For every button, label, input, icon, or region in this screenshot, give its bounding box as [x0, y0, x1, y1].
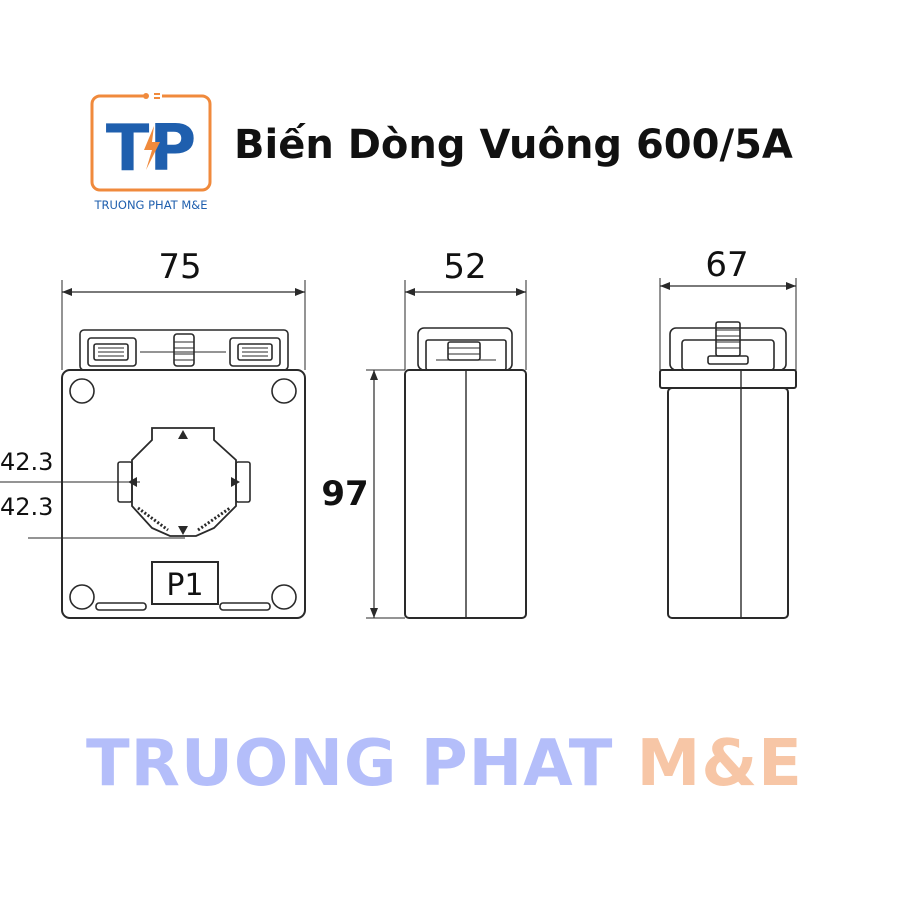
terminal-screw — [173, 333, 195, 367]
page-title: Biến Dòng Vuông 600/5A — [234, 122, 793, 168]
p1-marking: P1 — [166, 568, 203, 603]
side-width-label: 52 — [443, 247, 486, 287]
logo-caption: TRUONG PHAT M&E — [93, 198, 207, 212]
primary-window — [131, 427, 237, 537]
back-view: 67 — [659, 245, 797, 619]
inner-dimension-label-1: 42.3 — [0, 448, 53, 476]
mounting-hole — [271, 584, 297, 610]
mounting-hole — [69, 378, 95, 404]
front-view: 75 — [0, 247, 306, 619]
front-body — [61, 369, 306, 619]
height-label: 97 — [321, 474, 368, 514]
front-width-label: 75 — [158, 247, 201, 287]
p1-marking-box — [151, 561, 219, 605]
terminal-block — [79, 329, 289, 371]
mounting-hole — [69, 584, 95, 610]
mounting-hole — [271, 378, 297, 404]
watermark-part1: TRUONG PHAT — [86, 727, 614, 801]
lightning-icon — [144, 126, 160, 170]
watermark-part2: M&E — [636, 727, 803, 801]
back-width-label: 67 — [705, 245, 748, 285]
side-view: 52 97 — [321, 247, 527, 619]
company-logo: TP TRUONG PHAT M&E — [90, 92, 212, 212]
back-body — [667, 387, 789, 619]
watermark: TRUONG PHAT M&E — [86, 727, 803, 801]
inner-dimension-label-2: 42.3 — [0, 493, 53, 521]
